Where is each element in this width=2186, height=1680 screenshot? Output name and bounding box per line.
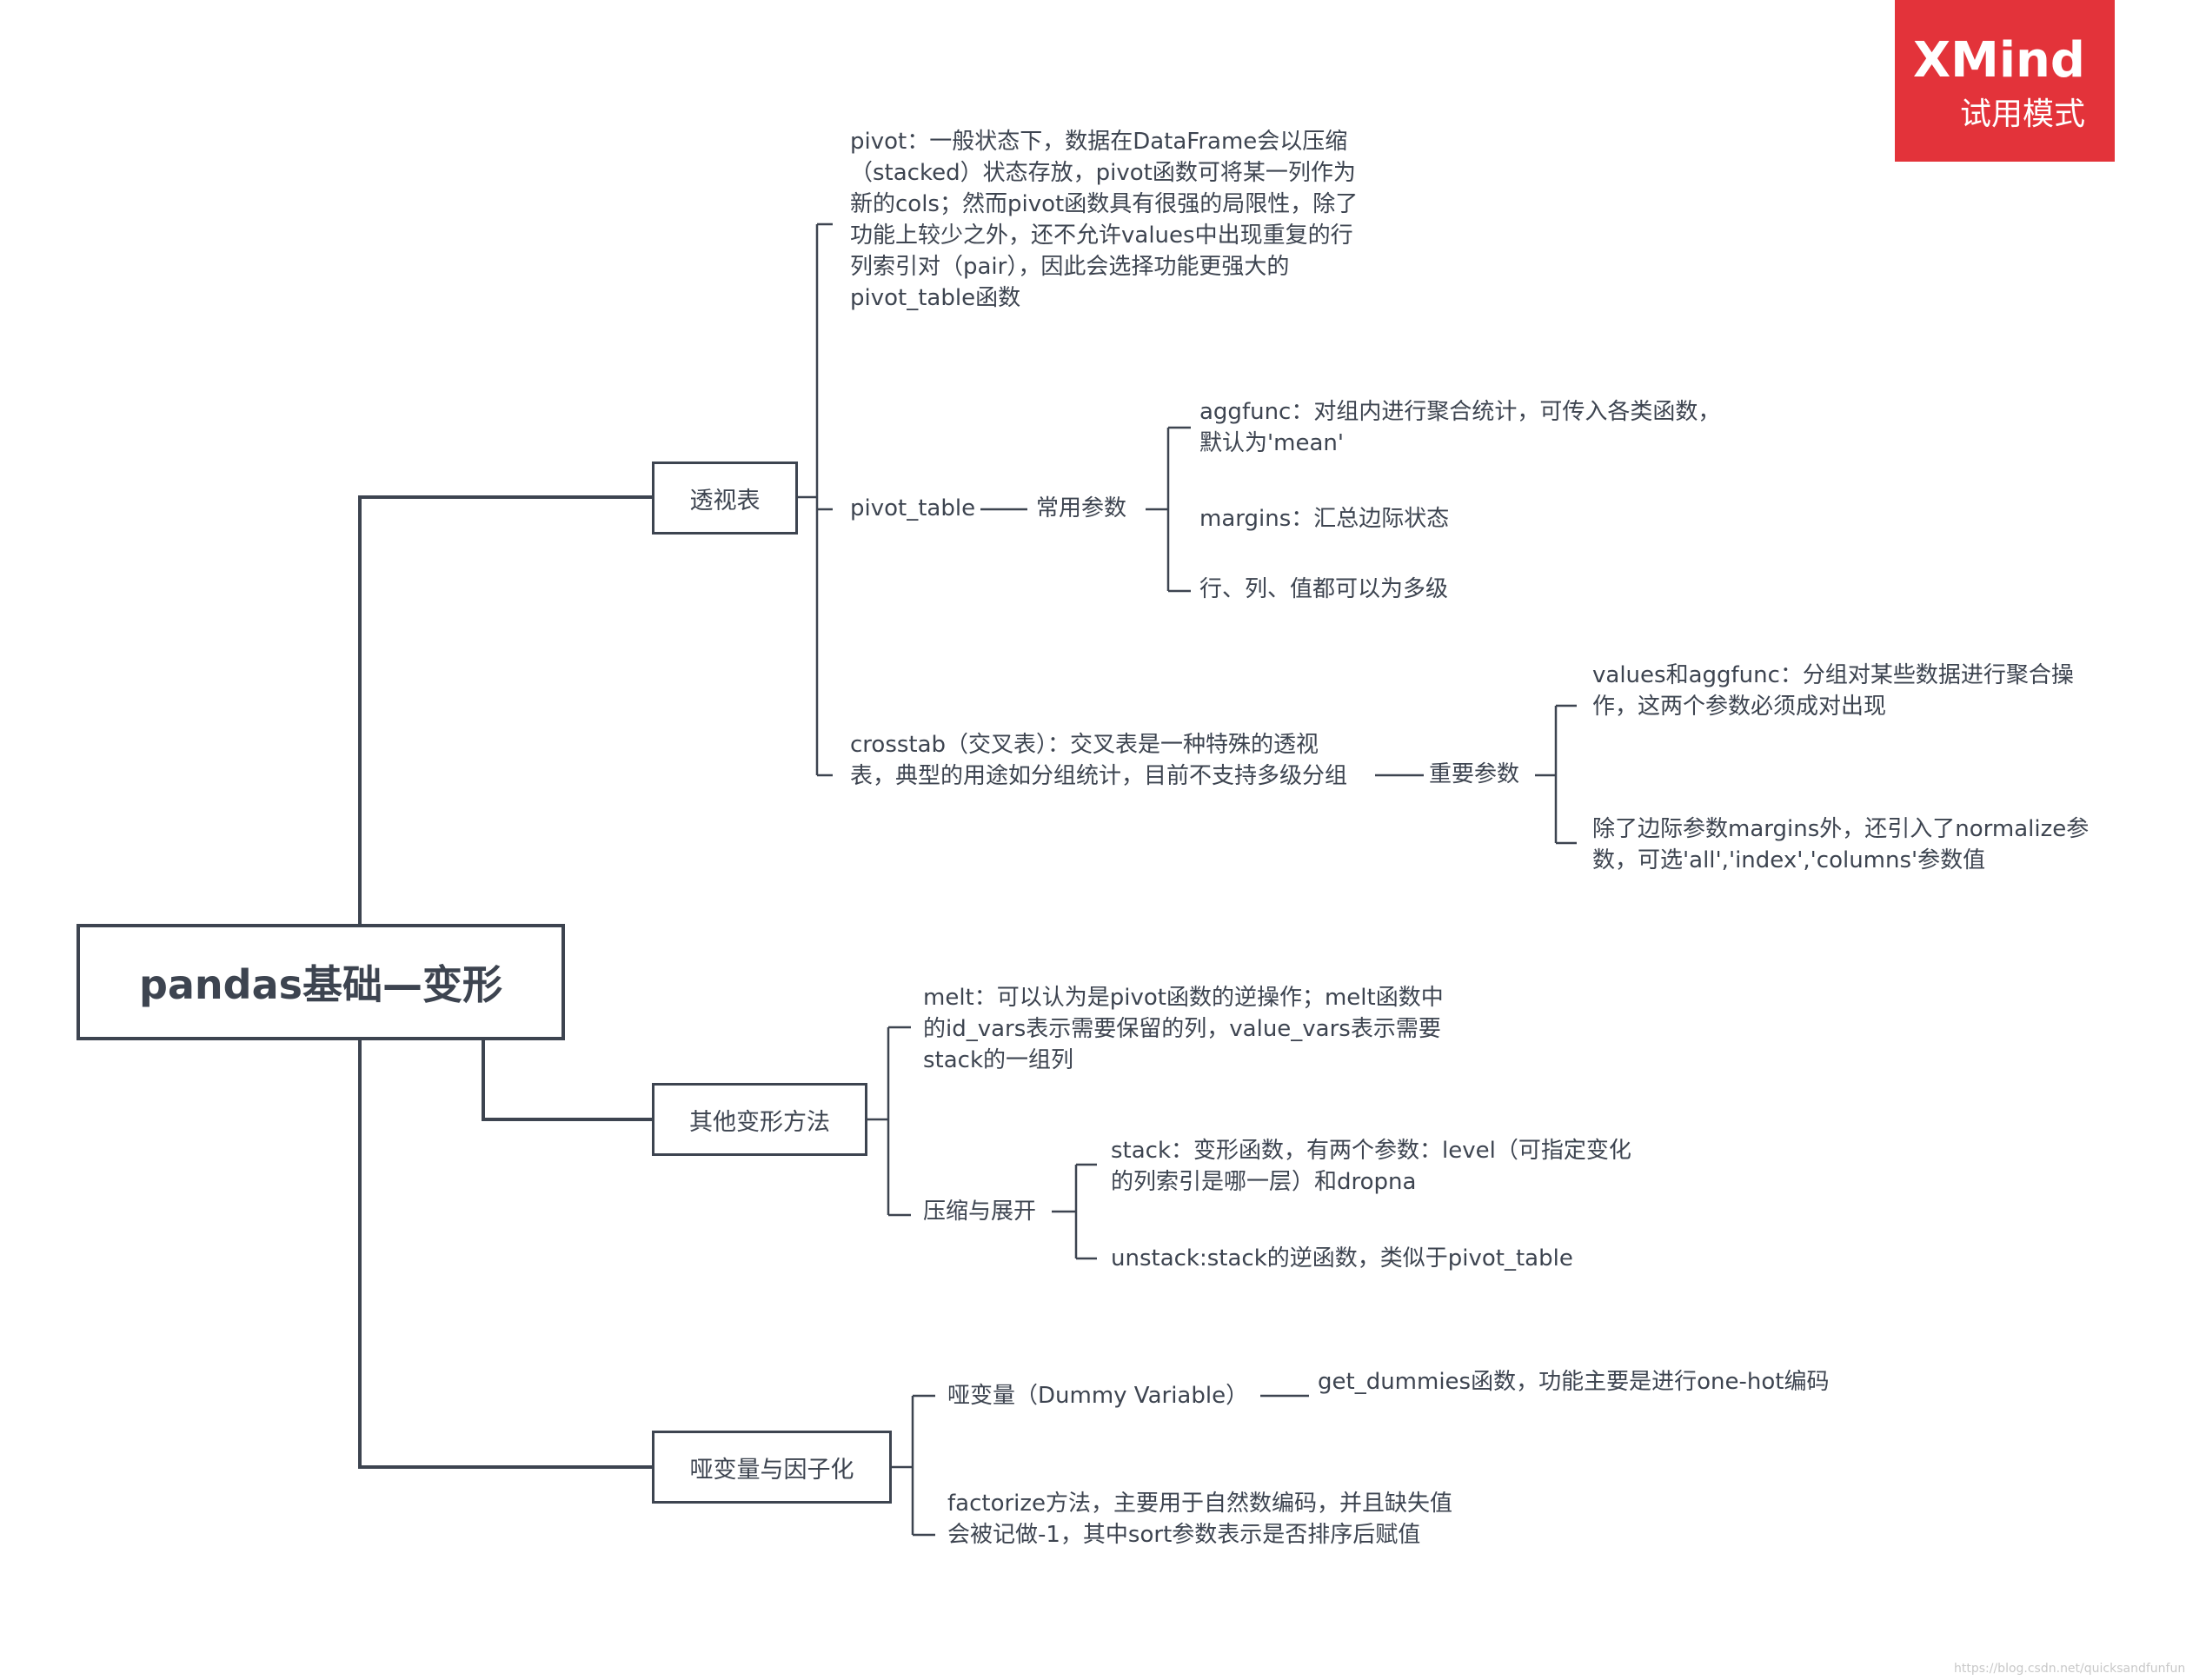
trial-mode-label: 试用模式 xyxy=(1959,96,2085,132)
topic-other-transform[interactable]: 其他变形方法 xyxy=(652,1083,867,1156)
watermark: https://blog.csdn.net/quicksandfunfun xyxy=(1954,1662,2186,1676)
topic-pivot[interactable]: pivot：一般状态下，数据在DataFrame会以压缩（stacked）状态存… xyxy=(850,129,1359,311)
root-topic[interactable]: pandas基础—变形 xyxy=(76,924,565,1040)
topic-aggfunc[interactable]: aggfunc：对组内进行聚合统计，可传入各类函数，默认为'mean' xyxy=(1199,399,1721,456)
topic-pivot-table-fn[interactable]: pivot_table xyxy=(850,495,976,521)
topic-multilevel[interactable]: 行、列、值都可以为多级 xyxy=(1199,576,1449,602)
topic-compress-expand[interactable]: 压缩与展开 xyxy=(923,1199,1037,1225)
connector-root-dummy xyxy=(358,1040,652,1469)
topic-melt[interactable]: melt：可以认为是pivot函数的逆操作；melt函数中的id_vars表示需… xyxy=(923,985,1444,1073)
connector-root-other xyxy=(482,1040,652,1121)
xmind-trial-badge: XMind 试用模式 xyxy=(1895,0,2115,162)
topic-dummy-factorize[interactable]: 哑变量与因子化 xyxy=(652,1431,892,1504)
topic-pivot-table[interactable]: 透视表 xyxy=(652,462,798,535)
topic-values-aggfunc[interactable]: values和aggfunc：分组对某些数据进行聚合操作，这两个参数必须成对出现 xyxy=(1592,662,2074,720)
topic-common-params[interactable]: 常用参数 xyxy=(1036,495,1127,521)
connector-root-pivot xyxy=(358,495,652,924)
topic-get-dummies[interactable]: get_dummies函数，功能主要是进行one-hot编码 xyxy=(1318,1369,1830,1395)
topic-normalize[interactable]: 除了边际参数margins外，还引入了normalize参数，可选'all','… xyxy=(1592,816,2090,873)
topic-unstack[interactable]: unstack:stack的逆函数，类似于pivot_table xyxy=(1111,1245,1573,1272)
topic-important-params[interactable]: 重要参数 xyxy=(1429,761,1520,787)
topic-dummy-variable[interactable]: 哑变量（Dummy Variable） xyxy=(947,1383,1249,1409)
brand-logo-text: XMind xyxy=(1912,32,2085,89)
topic-margins[interactable]: margins：汇总边际状态 xyxy=(1199,506,1450,532)
topic-factorize[interactable]: factorize方法，主要用于自然数编码，并且缺失值会被记做-1，其中sort… xyxy=(947,1491,1453,1548)
topic-crosstab[interactable]: crosstab（交叉表）：交叉表是一种特殊的透视表，典型的用途如分组统计，目前… xyxy=(850,732,1348,789)
topic-stack[interactable]: stack：变形函数，有两个参数：level（可指定变化的列索引是哪一层）和dr… xyxy=(1111,1138,1631,1195)
